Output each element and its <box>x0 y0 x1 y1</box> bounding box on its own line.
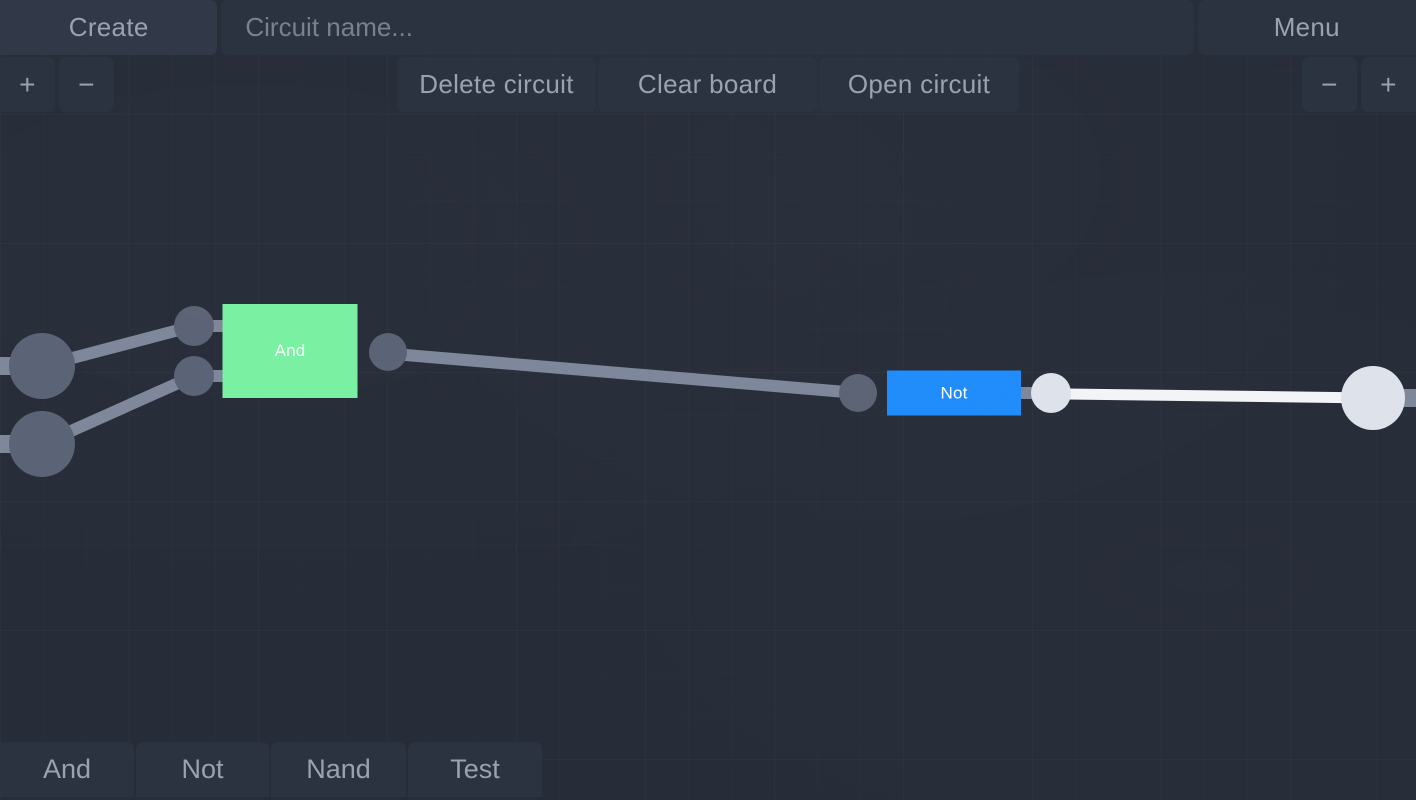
zoom-in-button-left[interactable]: + <box>0 57 55 112</box>
and-output-pin[interactable] <box>369 333 407 371</box>
top-toolbar-secondary: + − Delete circuit Clear board Open circ… <box>0 57 1416 114</box>
and-input-pin-2[interactable] <box>174 356 214 396</box>
clear-board-button[interactable]: Clear board <box>598 57 817 112</box>
zoom-in-button-right[interactable]: + <box>1361 57 1416 112</box>
gate-palette-and[interactable]: And <box>0 742 134 797</box>
delete-circuit-button[interactable]: Delete circuit <box>397 57 596 112</box>
circuit-name-input[interactable] <box>221 0 1194 55</box>
input-node-a[interactable] <box>9 333 75 399</box>
top-toolbar-primary: Create Menu <box>0 0 1416 56</box>
menu-button[interactable]: Menu <box>1197 0 1416 55</box>
gate-palette-test[interactable]: Test <box>408 742 542 797</box>
input-node-b[interactable] <box>9 411 75 477</box>
gate-label: Not <box>940 383 968 402</box>
gate-not[interactable]: Not <box>887 370 1021 416</box>
gate-palette-nand[interactable]: Nand <box>271 742 406 797</box>
not-output-pin[interactable] <box>1031 373 1071 413</box>
zoom-out-button-left[interactable]: − <box>59 57 114 112</box>
gate-label: And <box>274 341 306 360</box>
and-input-pin-1[interactable] <box>174 306 214 346</box>
open-circuit-button[interactable]: Open circuit <box>819 57 1019 112</box>
gate-palette-not[interactable]: Not <box>136 742 269 797</box>
not-input-pin[interactable] <box>839 374 877 412</box>
gate-and[interactable]: And <box>222 304 358 398</box>
wire-not-to-output[interactable] <box>1065 388 1374 404</box>
toolbar-spacer-right <box>1019 57 1302 114</box>
wire-and-out-to-not[interactable] <box>369 346 859 399</box>
output-node[interactable] <box>1341 366 1405 430</box>
zoom-out-button-right[interactable]: − <box>1302 57 1357 112</box>
toolbar-spacer-left <box>114 57 397 114</box>
create-button[interactable]: Create <box>0 0 218 55</box>
